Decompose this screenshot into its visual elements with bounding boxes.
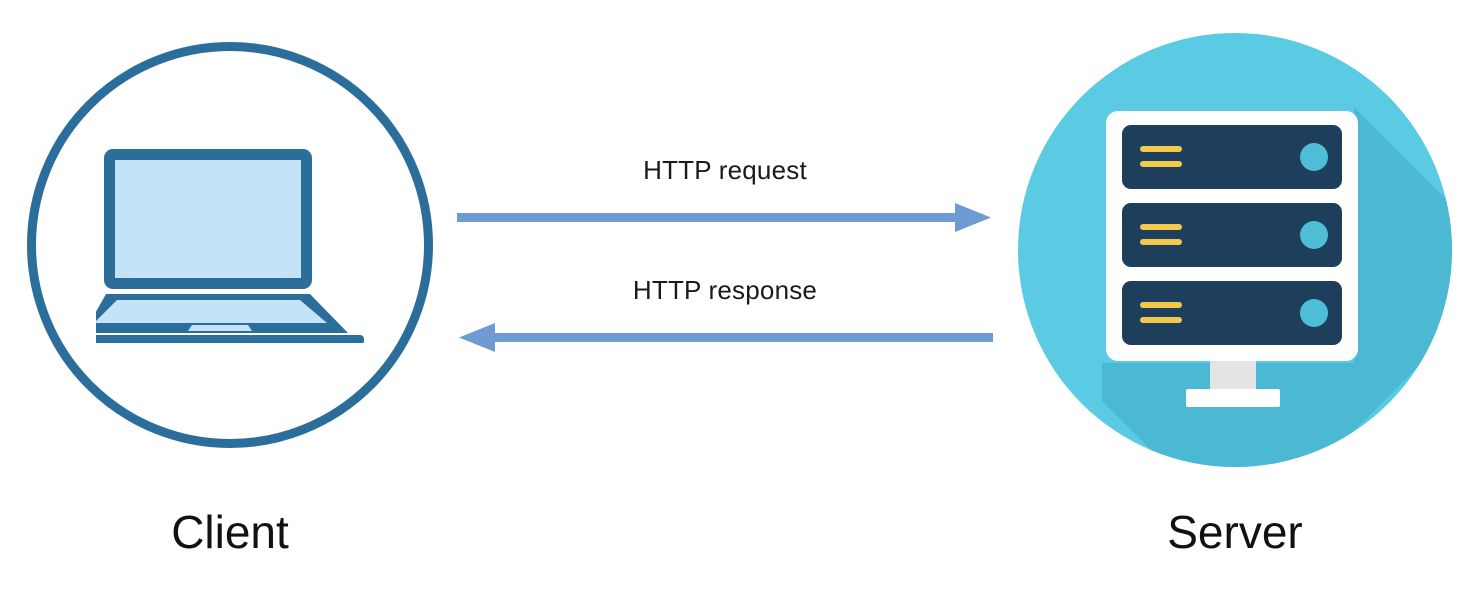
http-response-label: HTTP response [632, 275, 818, 305]
server-caption: Server [1167, 506, 1303, 558]
server-stand-neck [1210, 361, 1256, 391]
server-unit-2 [1122, 203, 1342, 267]
client-caption: Client [171, 506, 289, 558]
client-node [27, 42, 433, 448]
server-stand-base [1186, 389, 1280, 407]
server-unit-1 [1122, 125, 1342, 189]
client-circle-outline [27, 42, 433, 448]
server-rack-icon [1102, 107, 1452, 467]
http-response-arrow-group: HTTP response [455, 275, 995, 360]
http-response-arrow-icon [459, 323, 993, 352]
laptop-icon [96, 149, 364, 343]
http-request-label: HTTP request [643, 155, 807, 185]
server-unit-3 [1122, 281, 1342, 345]
http-request-arrow-icon [457, 203, 991, 232]
http-request-arrow-group: HTTP request [455, 155, 995, 240]
server-circle-background [1018, 33, 1452, 467]
server-node [1018, 33, 1452, 467]
server-long-shadow [1102, 107, 1452, 467]
